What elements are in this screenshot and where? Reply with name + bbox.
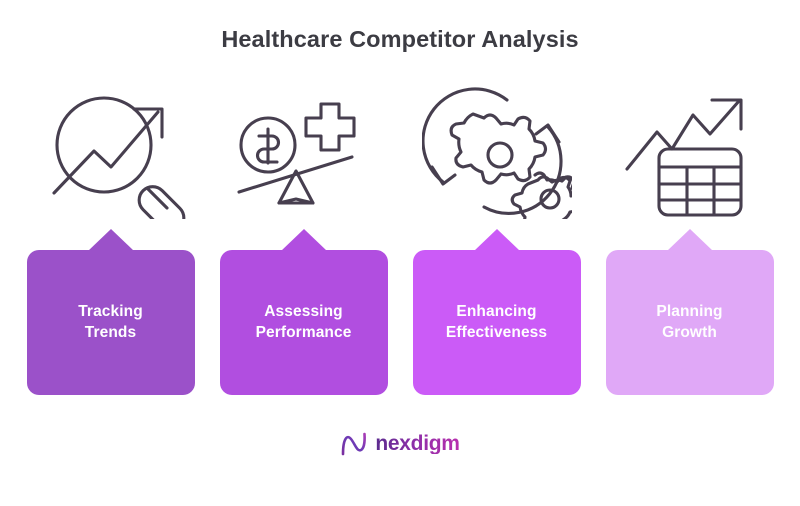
card-label: Assessing Performance	[255, 302, 352, 341]
title-bar: Healthcare Competitor Analysis	[0, 0, 800, 78]
card-notch	[87, 229, 134, 251]
gears-circular-arrows-icon	[413, 78, 581, 228]
column-assessing-performance: Assessing Performance	[219, 78, 388, 395]
column-tracking-trends: Tracking Trends	[26, 78, 195, 395]
nexdigm-n-mark-icon	[342, 432, 367, 456]
card-label: Enhancing Effectiveness	[445, 302, 548, 341]
card-notch	[280, 229, 327, 251]
column-planning-growth: Planning Growth	[605, 78, 774, 395]
page-title: Healthcare Competitor Analysis	[221, 25, 579, 52]
growth-arrow-table-grid-icon	[606, 78, 774, 228]
footer-logo: nexdigm	[0, 395, 800, 506]
card-notch	[666, 229, 713, 251]
card-planning-growth[interactable]: Planning Growth	[605, 229, 774, 395]
columns-row: Tracking Trends Assessing Performance	[0, 78, 800, 395]
card-notch	[473, 229, 520, 251]
magnifying-glass-trend-arrow-icon	[27, 78, 195, 228]
card-label: Planning Growth	[656, 302, 723, 341]
card-label: Tracking Trends	[78, 302, 143, 341]
column-enhancing-effectiveness: Enhancing Effectiveness	[412, 78, 581, 395]
card-tracking-trends[interactable]: Tracking Trends	[26, 229, 195, 395]
card-enhancing-effectiveness[interactable]: Enhancing Effectiveness	[412, 229, 581, 395]
nexdigm-wordmark: nexdigm	[375, 432, 460, 455]
balance-scale-dollar-medical-cross-icon	[220, 78, 388, 228]
card-assessing-performance[interactable]: Assessing Performance	[219, 229, 388, 395]
